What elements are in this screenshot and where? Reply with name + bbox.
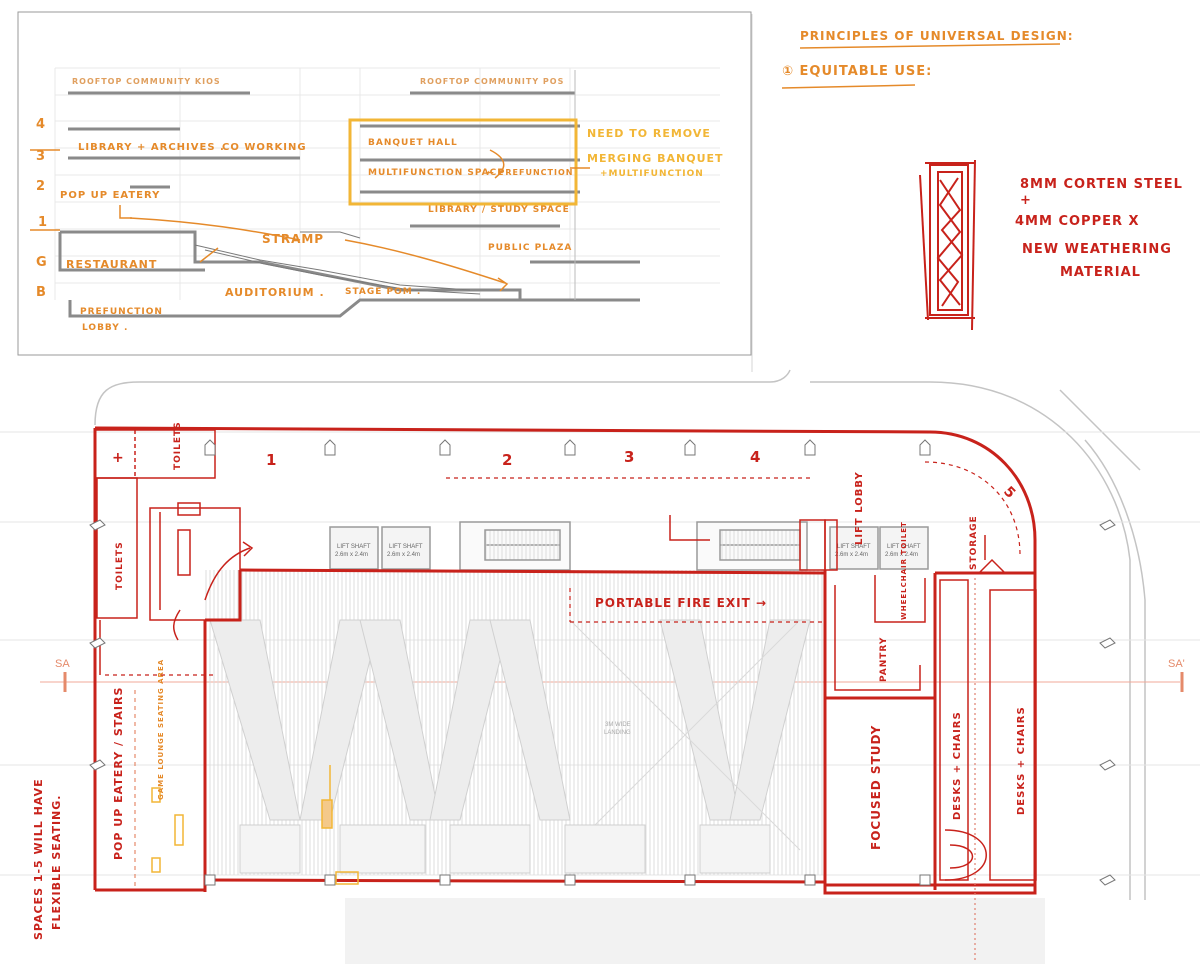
level-2: 2 bbox=[36, 179, 46, 194]
lift-shaft-label-2: LIFT SHAFT bbox=[389, 544, 423, 550]
stage-blocks bbox=[239, 824, 771, 874]
section-sketch-frame bbox=[17, 11, 752, 356]
note-need-to-remove: NEED TO REMOVE bbox=[587, 127, 711, 140]
floor-plan: SA SA' 3M WIDE LANDING bbox=[0, 369, 1200, 964]
level-4: 4 bbox=[36, 117, 46, 132]
plus-label: + bbox=[112, 450, 125, 466]
section-floor-slabs bbox=[58, 70, 640, 318]
section-notes: NEED TO REMOVE MERGING BANQUET +MULTIFUN… bbox=[587, 127, 724, 179]
pantry-label: PANTRY bbox=[879, 637, 889, 682]
portable-fire-exit-label: PORTABLE FIRE EXIT → bbox=[595, 596, 767, 610]
pop-up-eatery-label: POP UP EATERY bbox=[60, 190, 160, 201]
site-boundary bbox=[94, 369, 1146, 964]
focused-study-label: FOCUSED STUDY bbox=[869, 725, 883, 850]
column-markers bbox=[89, 439, 1116, 886]
prefunction-arrow-label: ← PREFUNCTION bbox=[487, 168, 573, 177]
side-note-line-2: FLEXIBLE SEATING. bbox=[50, 795, 63, 930]
section-sketch: 4 3 2 1 G B ROOFTOP COMMUNITY KIOS ROOFT… bbox=[17, 11, 752, 356]
game-lounge-note: GAME LOUNGE SEATING AREA bbox=[157, 659, 165, 800]
principles-item-1: ① EQUITABLE USE: bbox=[782, 64, 932, 79]
toilets-top-label: TOILETS bbox=[173, 421, 183, 470]
space-2-label: 2 bbox=[502, 451, 513, 469]
stage-cross bbox=[569, 619, 801, 851]
pop-up-eatery-stairs-label: POP UP EATERY / STAIRS bbox=[112, 687, 125, 860]
auditorium-label: AUDITORIUM . bbox=[225, 286, 325, 299]
material-notes: 8MM CORTEN STEEL + 4MM COPPER X NEW WEAT… bbox=[1015, 177, 1183, 280]
wide-landing-label-2: LANDING bbox=[604, 730, 631, 736]
side-note: SPACES 1-5 WILL HAVE FLEXIBLE SEATING. bbox=[32, 778, 63, 940]
lift-shaft-size-2: 2.6m x 2.4m bbox=[387, 552, 420, 558]
rooftop-right-label: ROOFTOP COMMUNITY POS bbox=[420, 77, 564, 86]
lift-shaft-label-3: LIFT SHAFT bbox=[837, 544, 871, 550]
stair-cores bbox=[459, 521, 808, 571]
section-a-right-label: SA' bbox=[1168, 658, 1185, 670]
restaurant-label: RESTAURANT bbox=[66, 258, 157, 271]
co-working-label: CO WORKING bbox=[222, 142, 307, 153]
lift-shaft-size-1: 2.6m x 2.4m bbox=[335, 552, 368, 558]
rooftop-left-label: ROOFTOP COMMUNITY KIOS bbox=[72, 77, 221, 86]
multifunction-space-label: MULTIFUNCTION SPACE bbox=[368, 168, 504, 178]
lift-lobby-label: LIFT LOBBY bbox=[854, 471, 865, 545]
library-study-label: LIBRARY / STUDY SPACE bbox=[428, 205, 570, 215]
material-line-2: + bbox=[1020, 193, 1032, 208]
lift-shaft-size-4: 2.6m x 2.4m bbox=[885, 552, 918, 558]
banquet-highlight-box bbox=[348, 118, 578, 206]
prefunction-lobby-label-2: LOBBY . bbox=[82, 323, 128, 333]
note-merging-banquet: MERGING BANQUET bbox=[587, 152, 724, 165]
dashed-zones bbox=[105, 461, 1021, 890]
section-a-left-label: SA bbox=[55, 658, 70, 670]
section-ramp bbox=[194, 231, 481, 295]
corten-panel-sketch bbox=[919, 159, 976, 331]
level-1: 1 bbox=[38, 215, 48, 230]
material-line-1: 8MM CORTEN STEEL bbox=[1020, 177, 1183, 192]
level-markers: 4 3 2 1 G B bbox=[36, 117, 48, 300]
space-1-label: 1 bbox=[266, 451, 277, 469]
wide-landing-label-1: 3M WIDE bbox=[605, 722, 631, 728]
material-line-3: 4MM COPPER X bbox=[1015, 214, 1140, 229]
plan-arrows bbox=[173, 535, 1005, 641]
material-line-5: MATERIAL bbox=[1060, 265, 1141, 280]
principles-notes: PRINCIPLES OF UNIVERSAL DESIGN: ① EQUITA… bbox=[751, 14, 1074, 372]
library-archives-label: LIBRARY + ARCHIVES . bbox=[78, 142, 225, 153]
toilets-left-label: TOILETS bbox=[115, 541, 125, 590]
space-3-label: 3 bbox=[624, 448, 635, 466]
banquet-hall-label: BANQUET HALL bbox=[368, 138, 458, 148]
lift-shafts: LIFT SHAFT 2.6m x 2.4m LIFT SHAFT 2.6m x… bbox=[329, 526, 929, 570]
storage-label: STORAGE bbox=[969, 515, 979, 570]
stage-pom-label: STAGE POM . bbox=[345, 287, 421, 297]
lift-shaft-label-4: LIFT SHAFT bbox=[887, 544, 921, 550]
building-outline bbox=[93, 426, 1037, 895]
section-grid bbox=[54, 67, 720, 300]
section-arrows bbox=[119, 149, 590, 292]
prefunction-lobby-label-1: PREFUNCTION bbox=[80, 307, 163, 317]
desks-chairs-right-label: DESKS + CHAIRS bbox=[1016, 706, 1027, 815]
level-ticks bbox=[30, 149, 60, 231]
desks-chairs-left-label: DESKS + CHAIRS bbox=[952, 711, 963, 820]
level-g: G bbox=[36, 255, 48, 270]
lift-shaft-label-1: LIFT SHAFT bbox=[337, 544, 371, 550]
principles-title: PRINCIPLES OF UNIVERSAL DESIGN: bbox=[800, 29, 1074, 43]
public-plaza-label: PUBLIC PLAZA bbox=[488, 243, 572, 253]
wheelchair-toilet-label: WHEELCHAIR TOILET bbox=[900, 521, 908, 620]
lift-shaft-size-3: 2.6m x 2.4m bbox=[835, 552, 868, 558]
material-sketch: 8MM CORTEN STEEL + 4MM COPPER X NEW WEAT… bbox=[919, 159, 1183, 331]
level-3: 3 bbox=[36, 149, 46, 164]
eatery-furniture bbox=[151, 765, 359, 885]
space-4-label: 4 bbox=[750, 448, 761, 466]
note-multifunction: +MULTIFUNCTION bbox=[600, 169, 704, 179]
level-b: B bbox=[36, 285, 47, 300]
side-note-line-1: SPACES 1-5 WILL HAVE bbox=[32, 778, 45, 940]
material-line-4: NEW WEATHERING bbox=[1022, 242, 1172, 257]
